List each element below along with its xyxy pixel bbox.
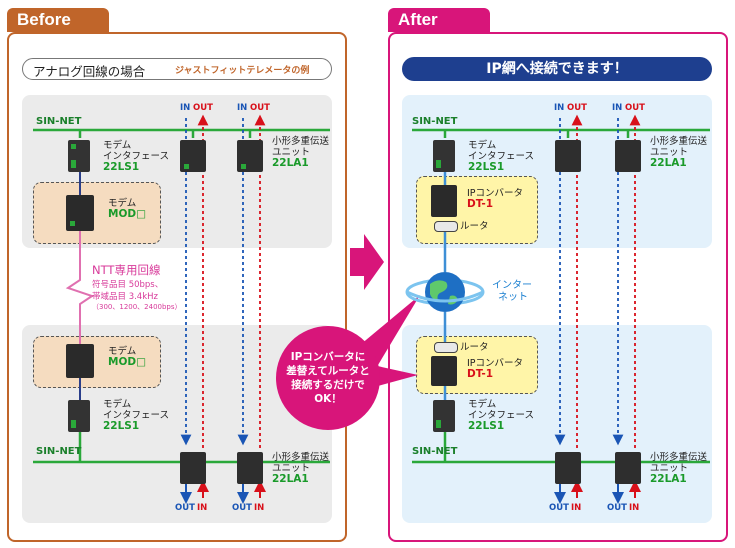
before-top-out1: OUT [193, 103, 213, 113]
ntt-line-label: NTT専用回線 符号品目 50bps、 帯域品目 3.4kHz （300、120… [92, 263, 182, 311]
after-top-mux2-device [615, 140, 641, 172]
after-bottom-ipc-device [431, 356, 457, 386]
after-top-ipc-device [431, 185, 457, 217]
before-bottom-sinnet-label: SIN-NET [36, 446, 82, 457]
before-bottom-in2: IN [254, 503, 265, 513]
before-top-modem-if-device [68, 140, 90, 172]
before-top-modem-zone [33, 182, 161, 244]
after-bottom-router-label: ルータ [460, 342, 489, 353]
after-top-in2: IN [612, 103, 623, 113]
before-tab: Before [7, 8, 109, 32]
after-bottom-mux2-device [615, 452, 641, 484]
after-top-mux1-device [555, 140, 581, 172]
after-banner: IP網へ接続できます！ [402, 57, 712, 81]
before-bottom-out2: OUT [232, 503, 252, 513]
in-out-arrows [180, 114, 641, 448]
before-bottom-in1: IN [197, 503, 208, 513]
after-bottom-mux1-device [555, 452, 581, 484]
after-top-router-label: ルータ [460, 221, 489, 232]
after-bottom-in2: IN [629, 503, 640, 513]
before-bottom-modem-if-device [68, 400, 90, 432]
callout-text: IPコンバータに 差替えてルータと 接続するだけで OK！ [286, 351, 370, 405]
before-subtitle-example: ジャストフィットテレメータの例 [175, 66, 310, 76]
after-bottom-out2: OUT [607, 503, 627, 513]
before-top-in2: IN [237, 103, 248, 113]
before-top-mux2-device [237, 140, 263, 172]
before-bottom-out1: OUT [175, 503, 195, 513]
before-top-modem-device [66, 195, 94, 231]
before-subtitle: アナログ回線の場合 ジャストフィットテレメータの例 [22, 58, 332, 80]
before-top-sinnet-label: SIN-NET [36, 116, 82, 127]
after-banner-text: IP網へ接続できます！ [486, 61, 628, 77]
before-bottom-modem-zone [33, 336, 161, 388]
after-top-out2: OUT [625, 103, 645, 113]
internet-globe-icon [405, 272, 485, 312]
after-top-router-icon [434, 221, 458, 232]
after-bottom-router-icon [434, 342, 458, 353]
after-bottom-sinnet-label: SIN-NET [412, 446, 458, 457]
internet-label: インターネット [492, 280, 532, 303]
after-top-in1: IN [554, 103, 565, 113]
before-top-in1: IN [180, 103, 191, 113]
before-bottom-modem-device [66, 344, 94, 378]
after-tab: After [388, 8, 490, 32]
before-top-mux1-device [180, 140, 206, 172]
after-bottom-out1: OUT [549, 503, 569, 513]
ntt-line [65, 230, 95, 348]
after-bottom-modem-if-device [433, 400, 455, 432]
before-bottom-mux2-device [237, 452, 263, 484]
callout-bubble [276, 326, 380, 430]
after-top-sinnet-label: SIN-NET [412, 116, 458, 127]
after-bottom-in1: IN [571, 503, 582, 513]
before-bottom-mux1-device [180, 452, 206, 484]
before-after-arrow [350, 234, 384, 290]
bottom-io-arrows [180, 480, 641, 504]
before-subtitle-main: アナログ回線の場合 [33, 64, 146, 79]
before-top-out2: OUT [250, 103, 270, 113]
after-top-out1: OUT [567, 103, 587, 113]
after-top-modem-if-device [433, 140, 455, 172]
